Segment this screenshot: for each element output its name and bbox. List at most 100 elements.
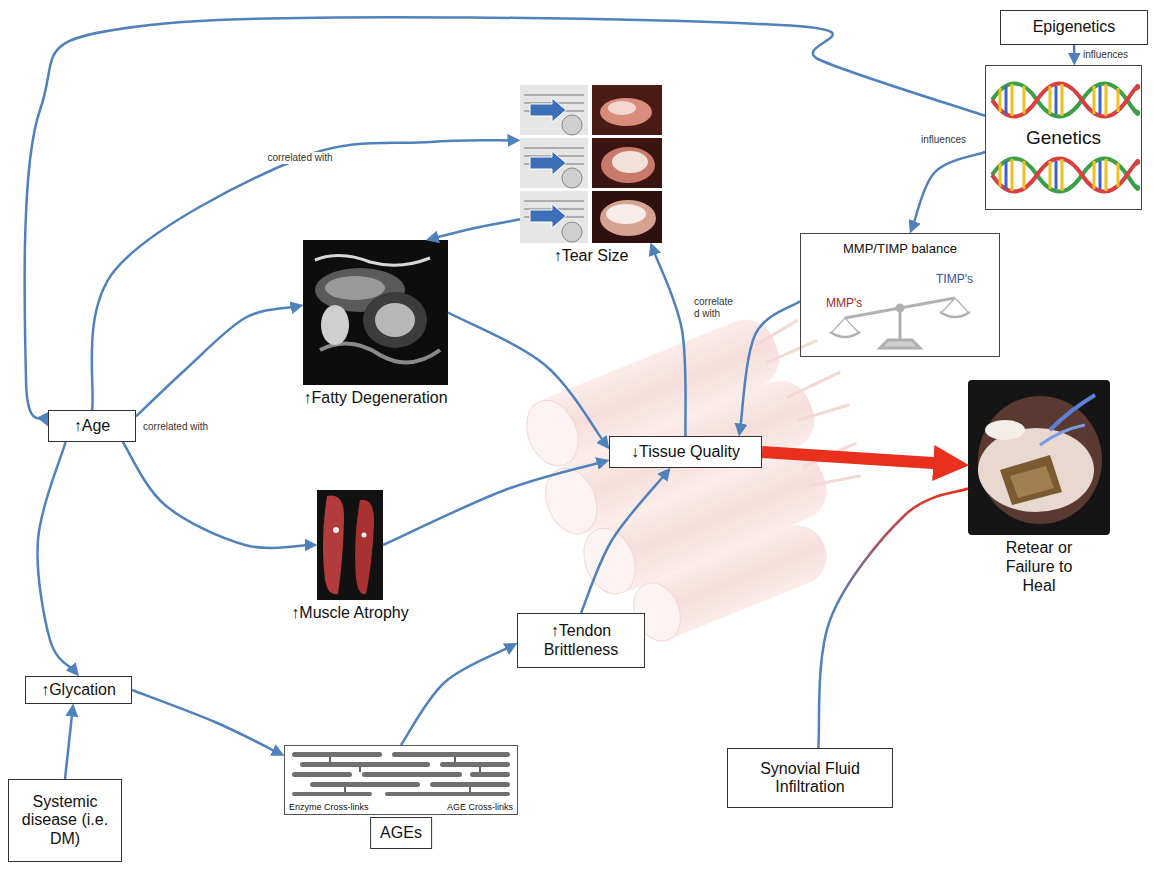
muscle-photo-part [355,500,374,594]
outcome-arrow [762,452,948,464]
muscle-photo [317,490,383,600]
illustration-part-part [392,752,510,757]
edge-label: correlate d with [693,296,739,319]
tear-size-illustration-part [600,98,652,126]
node-text: TIMP's [936,272,973,286]
edge-label: correlated with [266,152,333,164]
flow-arrow [1073,45,1076,59]
caption-text: ↑Fatty Degeneration [303,389,447,408]
tear-size-illustration-part [520,85,588,135]
crosslink-illustration [284,745,518,815]
dna-illustration-part [1006,86,1100,114]
caption-text: ↑Tear Size [554,247,629,266]
mri-illustration-part [325,276,385,300]
edge-label: influences [1082,49,1129,61]
node-text: ↑Glycation [41,681,116,699]
outcome-box: ↓Tissue Quality [609,436,762,468]
tendon-illustration-part [536,461,606,542]
dna-illustration-part [992,159,1138,192]
outcome-figure: Retear or Failure to Heal [968,380,1110,535]
edge-label: correlated with [142,421,209,433]
arthroscopy-photo-part [1000,455,1062,505]
factor-box: Epigenetics [1000,10,1148,45]
dna-illustration-part [1006,161,1100,189]
balance-scale-part [897,305,903,311]
illustration-part-part [310,782,420,787]
genetics-panel: Genetics [985,65,1142,210]
dna-illustration [985,65,1142,210]
balance-panel: MMP/TIMP balanceMMP'sTIMP's [800,233,1000,357]
mri-illustration-part [363,292,427,348]
mri-illustration-part [315,255,430,265]
mri-illustration-part [303,240,448,385]
mri-illustration [303,240,448,385]
tear-size-illustration-part [562,115,582,135]
tendon-illustration-part [575,521,645,602]
arthroscopy-photo-part [1040,425,1085,445]
muscle-photo-part [362,533,367,538]
node-text: MMP's [826,296,862,310]
arthroscopy-photo [968,380,1110,535]
node-text: Enzyme Cross-links [289,802,369,812]
node-text: ↑Age [74,417,110,435]
tear-size-illustration-part [520,138,588,188]
dna-illustration-part [992,159,1138,192]
illustration-part-part [362,772,462,777]
dna-illustration-part [985,65,1142,210]
flow-arrow [818,489,968,749]
illustration-part-part [470,772,510,777]
crosslink-figure: Enzyme Cross-linksAGE Cross-linksAGEs [284,745,518,815]
muscle-photo-part [323,496,344,595]
flow-arrow [448,313,605,445]
illustration-part-part [430,782,510,787]
tear-size-figure: ↑Tear Size [520,85,662,243]
flow-arrow [432,219,520,238]
tendon-illustration-part [517,393,587,474]
balance-scale-part [880,340,920,348]
mri-figure: ↑Fatty Degeneration [303,240,448,385]
balance-scale-part [942,298,968,312]
flow-arrow [136,307,297,417]
dna-illustration-part [1000,84,1118,116]
illustration-part-part [292,752,382,757]
tear-size-illustration-part [592,85,662,135]
caption-text: AGEs [370,817,432,849]
arthroscopy-photo-part [1010,466,1054,498]
node-text: Genetics [1022,127,1105,149]
flow-arrow [581,473,666,613]
flow-arrow [653,249,686,436]
tear-size-illustration-part [608,101,636,115]
flow-arrow [123,442,311,548]
tear-size-illustration-part [601,147,655,183]
illustration-part-part [440,762,510,767]
balance-scale-part [940,312,970,317]
caption-text: ↑Muscle Atrophy [291,604,408,623]
tear-size-illustration-part [524,95,584,217]
tear-size-illustration-part [562,222,582,242]
node-text: ↑Tendon Brittleness [524,622,638,659]
tear-size-illustration-part [562,168,582,188]
arthroscopy-photo-part [1050,395,1095,430]
flow-arrow [401,646,512,745]
flow-arrow [912,152,985,227]
crosslink-illustration-part [330,757,480,792]
flow-arrow [740,301,800,430]
muscle-photo-part [333,527,339,533]
flow-arrow [25,17,985,420]
node-text: Systemic disease (i.e. DM) [15,793,115,848]
flow-arrow [65,710,73,779]
illustration-part-part [292,792,372,796]
flow-arrow [383,462,603,545]
tear-size-illustration-part [592,138,662,188]
tear-size-illustration-part [600,200,656,236]
factor-box: ↑Age [48,410,136,442]
mri-illustration-part [320,344,440,363]
dna-illustration-part [992,84,1138,117]
factor-box: ↑Glycation [25,676,132,704]
dna-illustration-part [992,84,1138,117]
caption-text: Retear or Failure to Heal [989,539,1089,596]
flow-arrow [92,140,514,410]
illustration-part-part [292,772,352,777]
